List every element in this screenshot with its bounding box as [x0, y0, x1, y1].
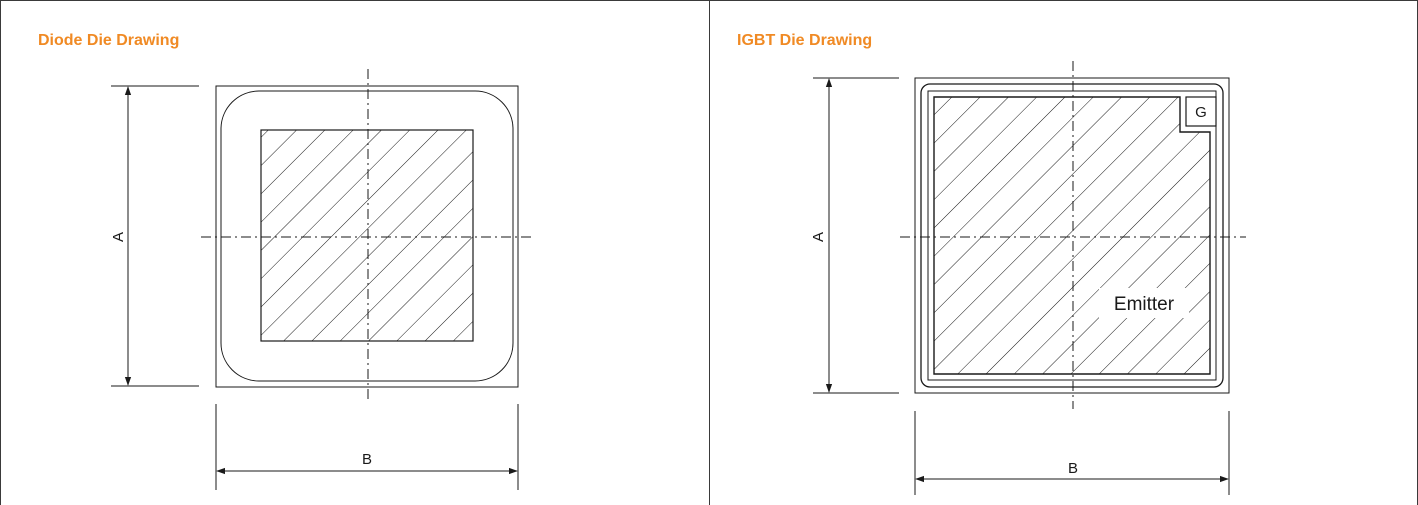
panel-divider — [709, 1, 710, 505]
igbt-guard-ring-inner — [927, 90, 1217, 381]
diode-passivation-ring — [220, 90, 514, 382]
diode-anode-pad — [260, 129, 474, 342]
igbt-die-outline — [914, 77, 1230, 394]
emitter-label-backdrop — [1099, 288, 1189, 318]
emitter-label: Emitter — [1114, 294, 1175, 315]
igbt-guard-ring-outer — [920, 83, 1224, 388]
igbt-drawing: Emitter G A B — [810, 61, 1246, 495]
igbt-emitter-pad — [933, 96, 1211, 375]
diode-panel-title: Diode Die Drawing — [38, 32, 180, 49]
diode-dim-b-label: B — [362, 451, 372, 468]
igbt-dim-a-label: A — [810, 232, 827, 242]
igbt-gate-pad — [1185, 96, 1217, 127]
diode-dim-a-label: A — [110, 232, 127, 242]
igbt-panel-title: IGBT Die Drawing — [737, 32, 873, 49]
gate-label: G — [1195, 104, 1207, 121]
diode-drawing: A B — [110, 69, 532, 490]
igbt-dim-b-label: B — [1068, 460, 1078, 477]
